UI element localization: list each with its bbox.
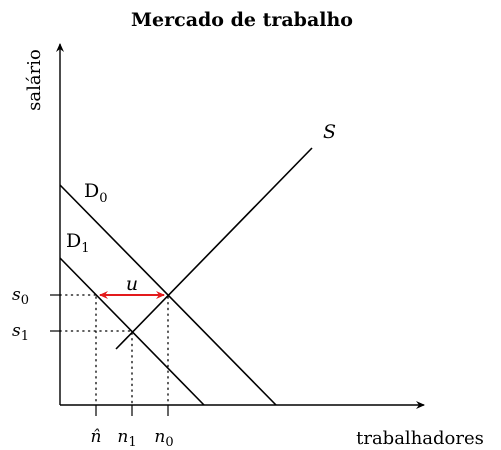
n-hat-tick-label: n̂	[91, 427, 102, 447]
supply-curve	[115, 147, 313, 350]
chart-title: Mercado de trabalho	[131, 9, 353, 31]
y-axis-label: salário	[24, 49, 45, 111]
n0-tick-label: n0	[154, 427, 173, 450]
supply-curve-label: S	[323, 121, 336, 143]
s1-tick-label: s1	[12, 321, 29, 344]
demand-curve-d0-label: D0	[84, 180, 108, 206]
demand-curve-d1-label: D1	[66, 230, 90, 256]
unemployment-label: u	[126, 273, 138, 295]
x-axis-label: trabalhadores	[356, 428, 484, 449]
guide-lines	[59, 294, 169, 405]
s0-tick-label: s0	[12, 285, 29, 308]
n1-tick-label: n1	[117, 427, 136, 450]
